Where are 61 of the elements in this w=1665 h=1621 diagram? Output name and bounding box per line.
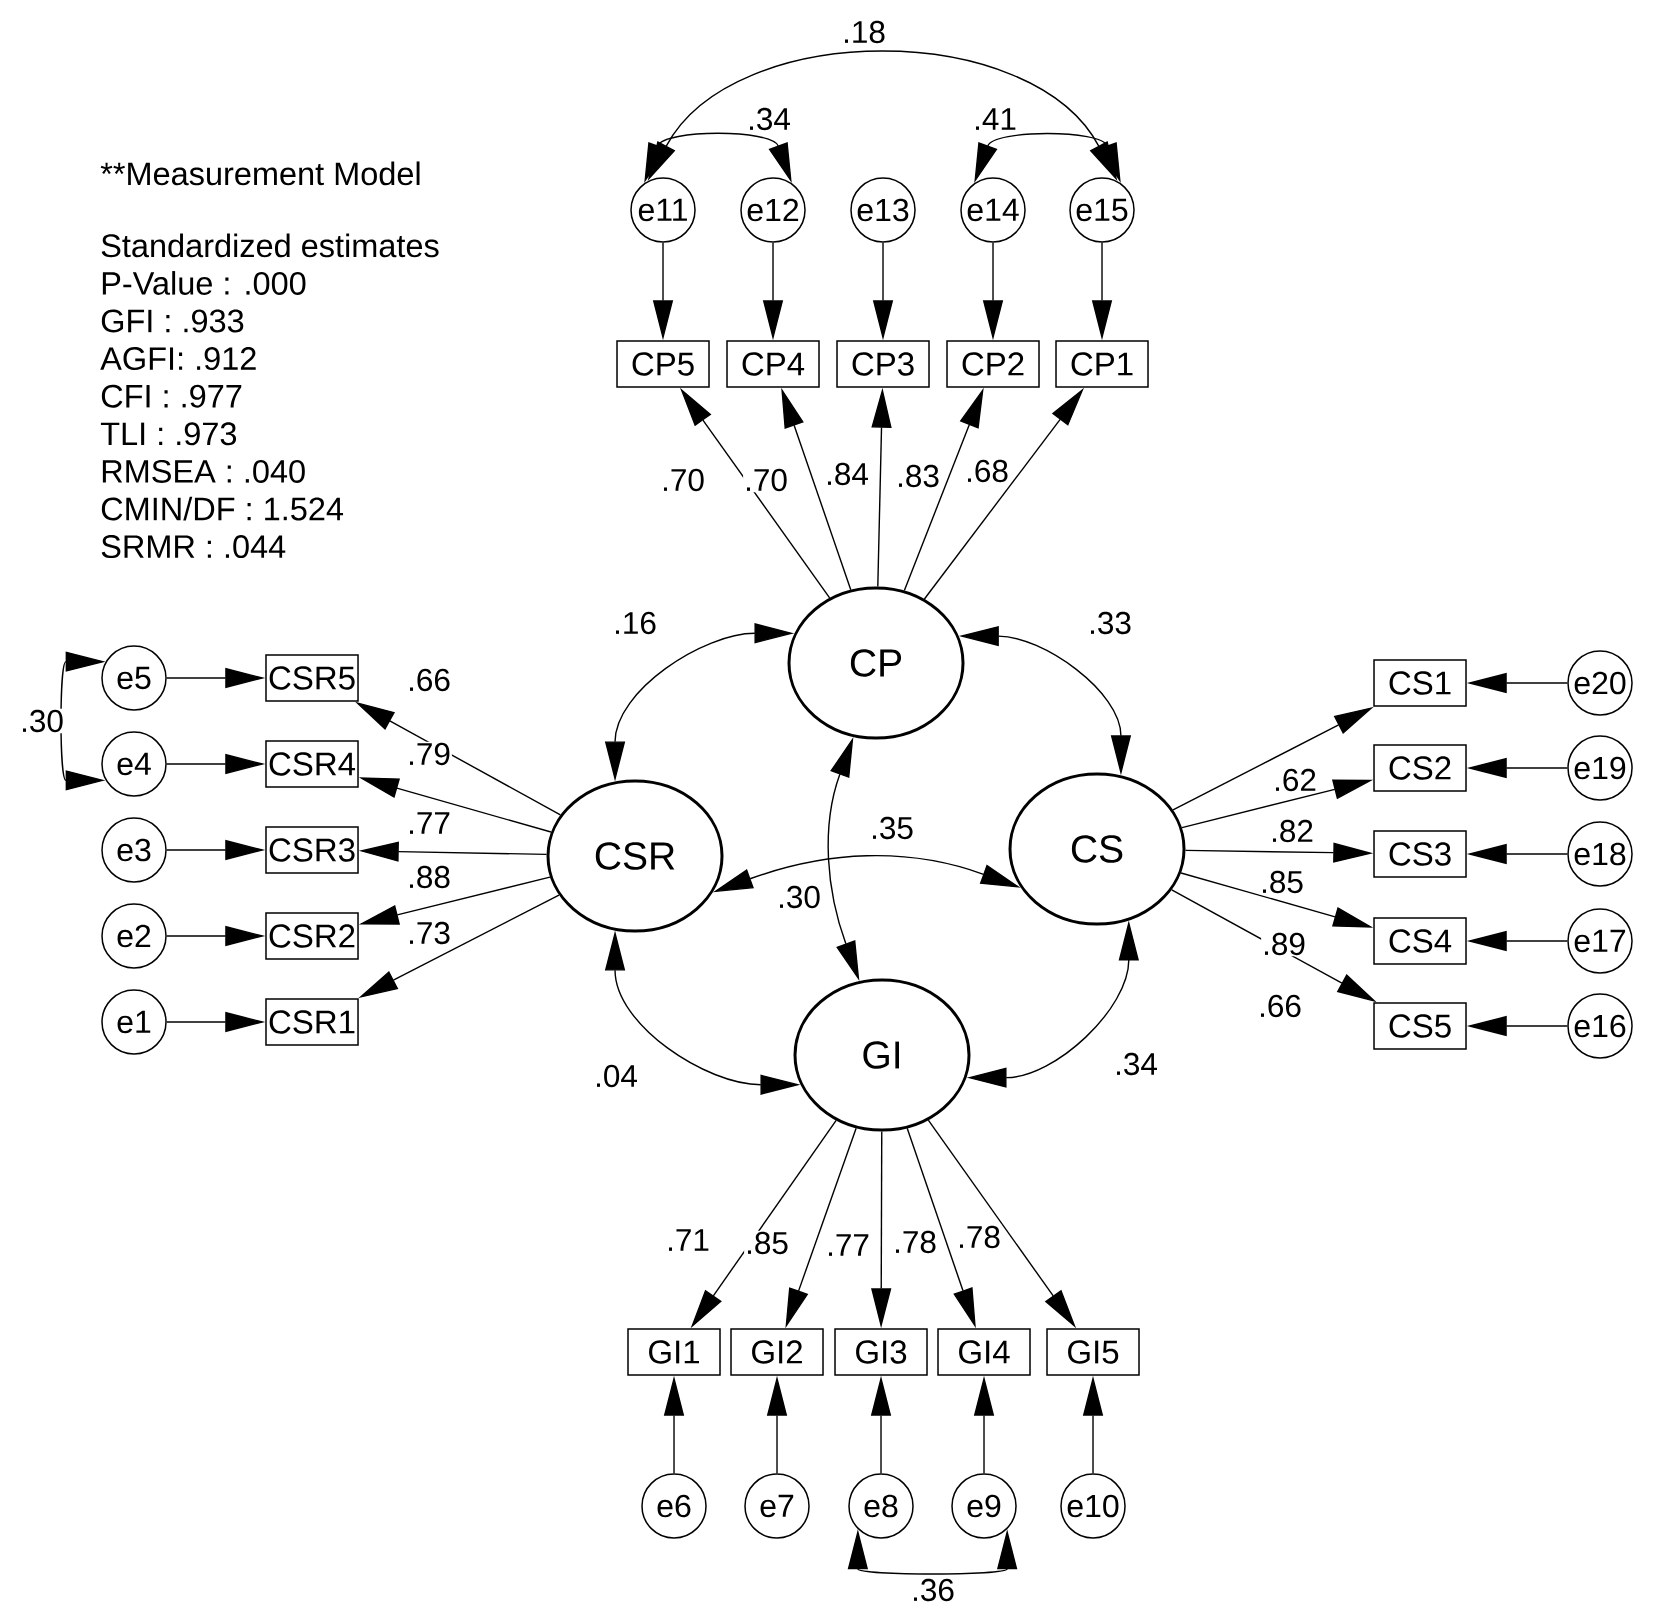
edge-label: .88 [406, 864, 452, 890]
note-text: CFI : .977 [101, 384, 242, 408]
indicator-box: CP4 [726, 340, 820, 388]
edge-label: .84 [824, 461, 870, 487]
edge-label: .79 [406, 741, 452, 767]
indicator-box: GI3 [834, 1328, 928, 1376]
note-text: TLI : .973 [100, 422, 237, 446]
note-text: CMIN/DF : 1.524 [101, 496, 344, 521]
edge-label: .82 [1269, 818, 1315, 844]
edge-label: .89 [1261, 931, 1307, 957]
indicator-box: CSR5 [265, 654, 359, 702]
indicator-box: CSR1 [265, 998, 359, 1046]
edge-label: .33 [1087, 610, 1133, 636]
edge-label: .66 [1257, 993, 1303, 1019]
edge-label: .34 [746, 106, 792, 132]
edge-label: .73 [406, 920, 452, 946]
edge-label: .36 [910, 1577, 956, 1603]
edge-label: .68 [964, 458, 1010, 484]
edge-label: .30 [776, 884, 822, 910]
note-text: AGFI: .912 [100, 347, 256, 371]
note-text: SRMR : .044 [101, 535, 286, 559]
edge-label: .85 [744, 1230, 790, 1256]
edge-label: .71 [665, 1228, 711, 1252]
note-text: P-Value : .000 [102, 271, 306, 295]
indicator-box: CP5 [616, 340, 710, 388]
edge-label: .70 [660, 467, 706, 493]
edge-label: .77 [406, 811, 452, 835]
diagram-title: **Measurement Model [100, 161, 420, 186]
edge-label: .78 [956, 1224, 1002, 1250]
note-text: GFI : .933 [101, 309, 244, 333]
edge-label: .34 [1113, 1051, 1159, 1077]
indicator-box: CSR4 [265, 740, 359, 788]
indicator-box: CS2 [1373, 744, 1467, 792]
indicator-box: CS1 [1373, 659, 1467, 707]
edge-label: .83 [895, 463, 941, 489]
indicator-box: CSR2 [265, 912, 359, 960]
edge-label: .30 [19, 708, 65, 734]
indicator-box: CP3 [836, 340, 930, 388]
indicator-box: CS5 [1373, 1002, 1467, 1050]
note-text: Standardized estimates [101, 233, 439, 258]
indicator-box: GI1 [627, 1328, 721, 1376]
indicator-box: CP2 [946, 340, 1040, 388]
indicator-box: CS4 [1373, 917, 1467, 965]
note-text: RMSEA : .040 [102, 459, 305, 483]
indicator-box: GI5 [1046, 1328, 1140, 1376]
edge-label: .18 [841, 19, 887, 45]
edge-label: .35 [869, 815, 915, 841]
edge-label: .66 [406, 667, 452, 693]
indicator-box: CSR3 [265, 826, 359, 874]
indicator-box: GI2 [730, 1328, 824, 1376]
edge-label: .16 [612, 610, 658, 636]
indicator-box: CS3 [1373, 830, 1467, 878]
edge-label: .85 [1259, 869, 1305, 895]
edge-label: .78 [892, 1229, 938, 1255]
edge-label: .70 [743, 467, 789, 493]
edge-label: .41 [972, 107, 1018, 131]
indicator-box: CP1 [1055, 340, 1149, 388]
edge-label: .62 [1272, 767, 1318, 793]
edge-label: .77 [825, 1233, 871, 1257]
edge-label: .04 [593, 1063, 639, 1089]
indicator-box: GI4 [937, 1328, 1031, 1376]
